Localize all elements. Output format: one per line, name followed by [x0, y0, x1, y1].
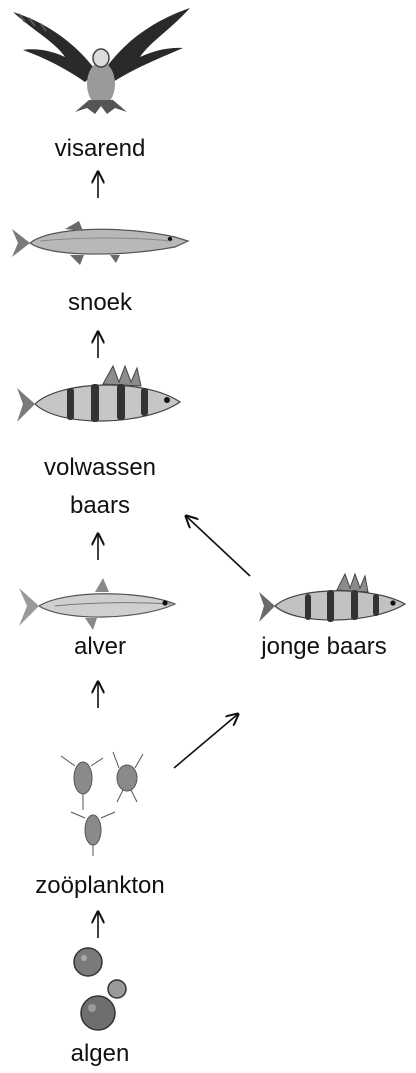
- label-zooplankton: zoöplankton: [0, 872, 200, 900]
- label-algen: algen: [0, 1040, 200, 1068]
- label-snoek: snoek: [0, 289, 200, 317]
- label-jonge-baars: jonge baars: [232, 633, 416, 661]
- arrow-jongebaars-baars: [186, 516, 250, 576]
- label-alver: alver: [0, 633, 200, 661]
- label-baars: baars: [0, 492, 200, 520]
- arrow-zooplankton-jongebaars: [174, 714, 238, 768]
- label-volwassen: volwassen: [0, 454, 200, 482]
- label-visarend: visarend: [0, 135, 200, 163]
